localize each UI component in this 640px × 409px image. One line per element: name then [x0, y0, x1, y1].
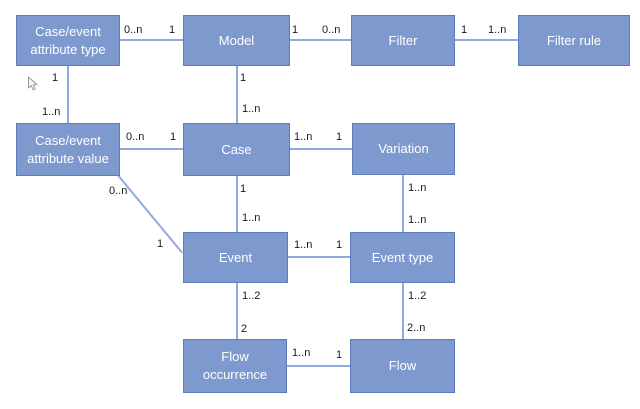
- cardinality-event-flowoccurrence-near-event: 1..2: [242, 290, 261, 302]
- cardinality-model-case-near-case: 1..n: [242, 103, 261, 115]
- cardinality-filter-filterrule-near-filter: 1: [461, 24, 468, 36]
- node-label: Filter: [388, 32, 418, 48]
- cardinality-case-variation-near-case: 1..n: [294, 131, 313, 143]
- node-label: Flow: [388, 358, 417, 374]
- cardinality-event-eventtype-near-event: 1..n: [294, 239, 313, 251]
- node-label: Flow occurrence: [202, 349, 268, 382]
- node-label: Event: [218, 249, 253, 265]
- cardinality-variation-eventtype-near-eventtype: 1..n: [408, 214, 427, 226]
- cardinality-model-case-near-model: 1: [240, 72, 247, 84]
- cardinality-case-variation-near-variation: 1: [336, 131, 343, 143]
- connector-event-eventtype: [288, 256, 350, 258]
- cardinality-case-event-near-case: 1: [240, 183, 247, 195]
- node-label: Filter rule: [546, 32, 602, 48]
- node-event[interactable]: Event: [183, 232, 288, 283]
- node-model[interactable]: Model: [183, 15, 290, 66]
- cardinality-flowoccurrence-flow-near-flowoccurrence: 1..n: [292, 347, 311, 359]
- cardinality-variation-eventtype-near-variation: 1..n: [408, 182, 427, 194]
- cardinality-attrvalue-case-near-case: 1: [170, 131, 177, 143]
- node-flow-occurrence[interactable]: Flow occurrence: [183, 339, 287, 393]
- cardinality-attrtype-attrvalue-near-attrtype: 1: [52, 72, 59, 84]
- node-case-event-attribute-value[interactable]: Case/event attribute value: [16, 123, 120, 176]
- cardinality-flowoccurrence-flow-near-flow: 1: [336, 349, 343, 361]
- cardinality-case-event-near-event: 1..n: [242, 212, 261, 224]
- cardinality-event-flowoccurrence-near-flowoccurrence: 2: [241, 323, 248, 335]
- node-case[interactable]: Case: [183, 123, 290, 176]
- node-flow[interactable]: Flow: [350, 339, 455, 393]
- cardinality-attrtype-model-near-model: 1: [169, 24, 176, 36]
- cardinality-model-filter-near-filter: 0..n: [322, 24, 341, 36]
- cardinality-attrvalue-event-near-event: 1: [157, 238, 164, 250]
- cardinality-filter-filterrule-near-filterrule: 1..n: [488, 24, 507, 36]
- node-label: Case: [221, 141, 252, 157]
- node-label: Model: [218, 32, 255, 48]
- connector-model-filter: [290, 39, 352, 41]
- connector-flowoccurrence-flow: [287, 365, 350, 367]
- connector-model-case: [236, 66, 238, 123]
- connector-event-flowoccurrence: [236, 283, 238, 339]
- node-label: Case/event attribute value: [27, 132, 109, 166]
- cardinality-attrtype-model-near-attrtype: 0..n: [124, 24, 143, 36]
- node-label: Variation: [378, 141, 429, 157]
- cardinality-attrvalue-event-near-attrvalue: 0..n: [109, 185, 128, 197]
- cardinality-event-eventtype-near-eventtype: 1: [336, 239, 343, 251]
- cardinality-model-filter-near-model: 1: [292, 24, 299, 36]
- node-label: Event type: [371, 249, 434, 265]
- connector-attrvalue-case: [120, 148, 183, 150]
- node-filter[interactable]: Filter: [351, 15, 455, 66]
- node-variation[interactable]: Variation: [352, 123, 455, 175]
- cardinality-attrtype-attrvalue-near-attrvalue: 1..n: [42, 106, 61, 118]
- node-case-event-attribute-type[interactable]: Case/event attribute type: [16, 15, 120, 66]
- node-label: Case/event attribute type: [30, 23, 106, 57]
- node-filter-rule[interactable]: Filter rule: [518, 15, 630, 66]
- connector-case-variation: [290, 148, 352, 150]
- connector-attrtype-attrvalue: [67, 66, 69, 123]
- mouse-cursor-icon: [28, 76, 38, 91]
- node-event-type[interactable]: Event type: [350, 232, 455, 283]
- cardinality-eventtype-flow-near-eventtype: 1..2: [408, 290, 427, 302]
- connector-filter-filterrule: [455, 39, 518, 41]
- connector-eventtype-flow: [402, 283, 404, 339]
- connector-attrtype-model: [120, 39, 183, 41]
- cardinality-attrvalue-case-near-attrvalue: 0..n: [126, 131, 145, 143]
- cardinality-eventtype-flow-near-flow: 2..n: [407, 322, 426, 334]
- connector-case-event: [236, 176, 238, 232]
- connector-variation-eventtype: [402, 175, 404, 232]
